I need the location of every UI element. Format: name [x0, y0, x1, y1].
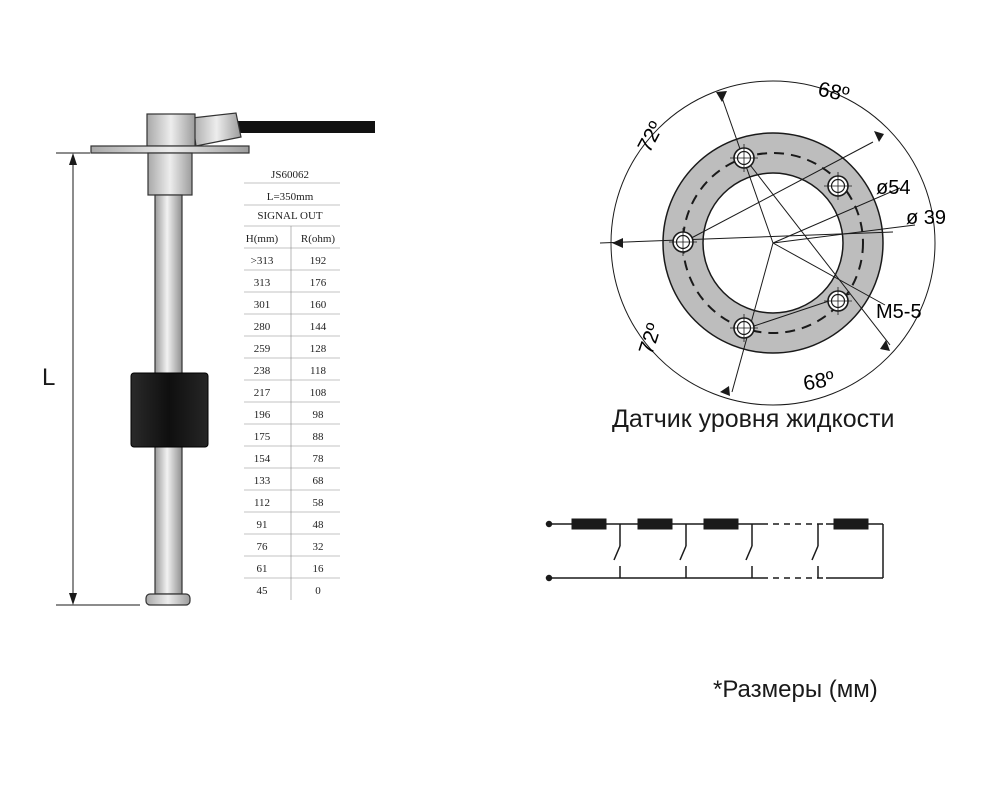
diagram-title: Датчик уровня жидкости — [612, 405, 895, 433]
table-cell-resistance: 16 — [313, 563, 325, 575]
table-cell-height: 112 — [254, 497, 270, 509]
table-cell-height: 154 — [254, 453, 271, 465]
table-cell-height: 76 — [257, 541, 269, 553]
table-cell-resistance: 48 — [313, 519, 325, 531]
dimension-arrow-bottom — [69, 593, 77, 605]
bolt-hole — [730, 144, 758, 172]
units-note: *Размеры (мм) — [713, 676, 878, 703]
table-signal: SIGNAL OUT — [257, 210, 323, 222]
table-length: L=350mm — [267, 191, 314, 203]
table-cell-height: >313 — [251, 255, 274, 267]
sensor-neck — [147, 152, 193, 196]
mounting-plate — [90, 145, 250, 154]
table-row: 76 32 — [257, 541, 324, 553]
table-row: 301 160 — [254, 299, 327, 311]
resistor — [637, 518, 673, 530]
schematic-elements — [571, 518, 869, 578]
sensor-end-cap — [145, 593, 191, 606]
table-cell-resistance: 176 — [310, 277, 327, 289]
angle-top-right: 68º — [816, 78, 851, 107]
table-cell-resistance: 0 — [315, 585, 321, 597]
table-cell-height: 175 — [254, 431, 271, 443]
table-cell-resistance: 58 — [313, 497, 325, 509]
table-cell-resistance: 32 — [313, 541, 324, 553]
thread-label: M5-5 — [876, 301, 922, 323]
table-cell-height: 91 — [257, 519, 268, 531]
outer-diameter-label: ø54 — [876, 177, 910, 199]
table-cell-height: 61 — [257, 563, 268, 575]
table-cell-height: 217 — [254, 387, 271, 399]
table-cell-height: 301 — [254, 299, 271, 311]
table-cell-height: 259 — [254, 343, 271, 355]
resistor-ladder-schematic — [545, 518, 884, 582]
resistor — [571, 518, 607, 530]
table-cell-resistance: 78 — [313, 453, 325, 465]
bolt-hole — [730, 314, 758, 342]
sensor-head — [146, 112, 242, 147]
dimension-arrow-top — [69, 153, 77, 165]
table-cell-resistance: 108 — [310, 387, 327, 399]
table-cell-resistance: 160 — [310, 299, 327, 311]
table-cell-height: 313 — [254, 277, 271, 289]
table-row: 313 176 — [254, 277, 327, 289]
table-row: 238 118 — [254, 365, 327, 377]
table-cell-height: 133 — [254, 475, 271, 487]
table-cell-resistance: 118 — [310, 365, 327, 377]
sensor-float — [130, 372, 209, 448]
table-header-r: R(ohm) — [301, 233, 336, 245]
table-row: 196 98 — [254, 409, 324, 421]
arc-arrows — [612, 91, 890, 396]
cable — [236, 121, 375, 133]
angle-bottom-left: 72º — [635, 320, 667, 357]
table-cell-height: 280 — [254, 321, 271, 333]
bolt-hole — [824, 172, 852, 200]
table-cell-resistance: 98 — [313, 409, 325, 421]
table-row: 91 48 — [257, 519, 325, 531]
table-cell-resistance: 128 — [310, 343, 327, 355]
bolt-circle — [682, 152, 864, 334]
bolt-hole — [669, 228, 697, 256]
reed-switch — [811, 524, 819, 578]
table-cell-height: 238 — [254, 365, 271, 377]
reed-switch — [613, 524, 621, 578]
table-cell-height: 45 — [257, 585, 269, 597]
resistance-table: JS60062 L=350mm SIGNAL OUT H(mm) R(ohm) … — [244, 169, 340, 600]
table-model: JS60062 — [271, 169, 309, 181]
table-header-h: H(mm) — [246, 233, 279, 245]
flange-drawing: 68º 72º 72º 68º ø54 ø 39 M5-5 — [599, 78, 946, 406]
angle-bottom-right: 68º — [801, 367, 836, 395]
table-cell-resistance: 192 — [310, 255, 327, 267]
resistor — [833, 518, 869, 530]
table-cell-height: 196 — [254, 409, 271, 421]
table-row: 61 16 — [257, 563, 325, 575]
table-row: 175 88 — [254, 431, 324, 443]
table-cell-resistance: 88 — [313, 431, 325, 443]
table-cell-resistance: 68 — [313, 475, 325, 487]
table-row: 112 58 — [254, 497, 324, 509]
reed-switch — [745, 524, 753, 578]
inner-diameter-label: ø 39 — [906, 207, 946, 229]
table-row: 133 68 — [254, 475, 324, 487]
table-row: 217 108 — [254, 387, 327, 399]
table-row: >313 192 — [251, 255, 327, 267]
level-sensor: L — [42, 112, 375, 606]
table-row: 280 144 — [254, 321, 327, 333]
table-cell-resistance: 144 — [310, 321, 327, 333]
resistor — [703, 518, 739, 530]
bolt-holes — [669, 144, 852, 342]
bolt-hole — [824, 287, 852, 315]
length-dimension — [56, 152, 140, 606]
table-row: 45 0 — [257, 585, 322, 597]
table-row: 154 78 — [254, 453, 324, 465]
reed-switch — [679, 524, 687, 578]
length-label: L — [42, 364, 55, 391]
table-row: 259 128 — [254, 343, 327, 355]
